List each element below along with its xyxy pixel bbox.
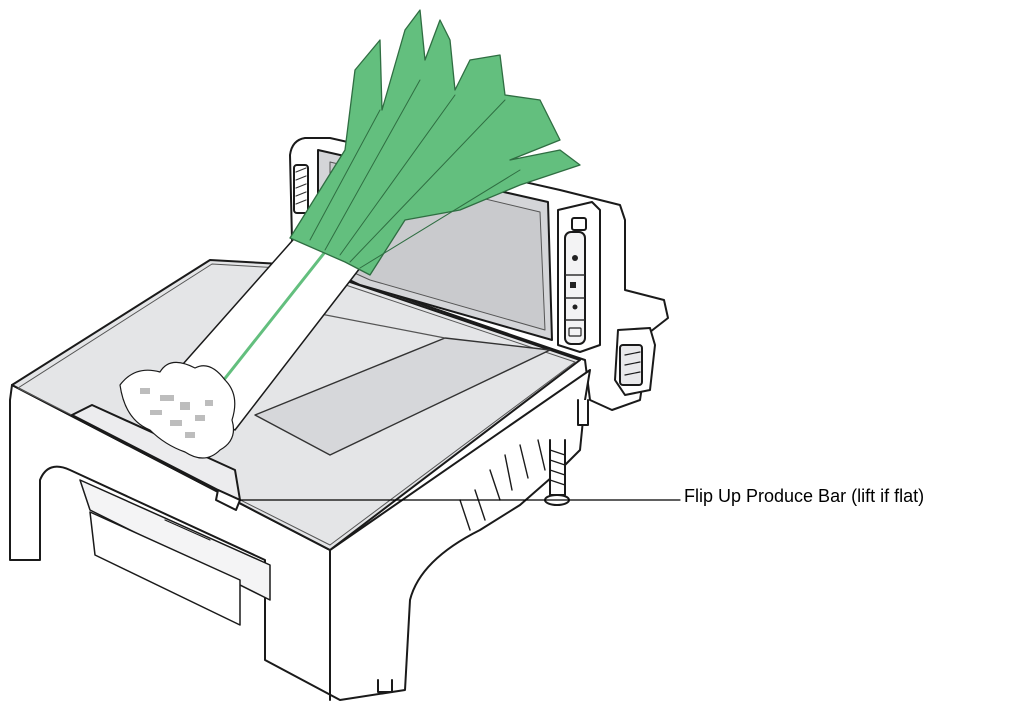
tower-side [614,327,656,396]
produce-bar [71,404,241,511]
button-icons [568,255,582,337]
produce-bar-callout-label: Flip Up Produce Bar (lift if flat) [684,486,925,506]
leek-vegetable [119,9,581,459]
control-panel [557,201,601,353]
scanner-body [9,259,591,701]
scale-foot [377,399,589,693]
